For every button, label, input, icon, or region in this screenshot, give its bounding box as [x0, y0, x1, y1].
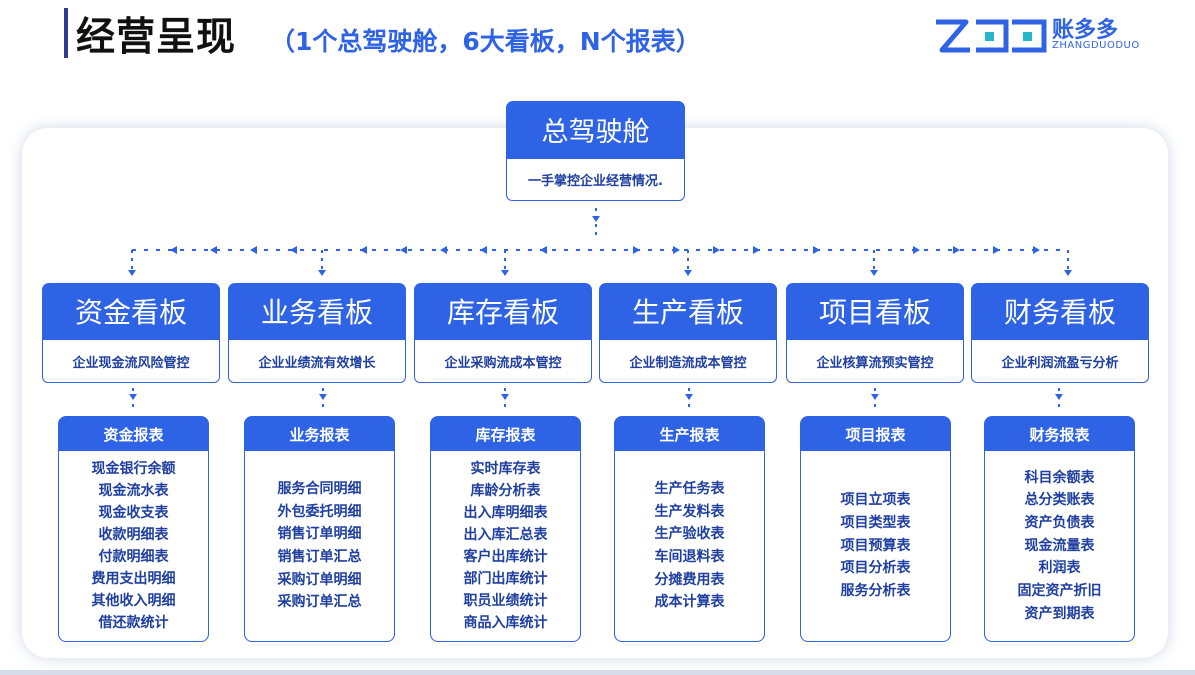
- report-item: 出入库明细表: [463, 504, 548, 521]
- title-accent-bar: [64, 8, 68, 58]
- report-item: 生产发料表: [654, 503, 725, 520]
- report-card-title: 财务报表: [985, 417, 1134, 451]
- report-item: 固定资产折旧: [1017, 583, 1102, 599]
- board-title-inventory: 库存看板: [414, 283, 592, 339]
- logo-mark-icon: [936, 19, 1047, 53]
- report-item: 实时库存表: [470, 460, 541, 477]
- board-title-production: 生产看板: [599, 283, 777, 339]
- report-item: 借还款统计: [98, 615, 169, 632]
- report-item: 项目分析表: [840, 560, 911, 577]
- board-desc-inventory: 企业采购流成本管控: [414, 339, 592, 383]
- report-item: 资产负债表: [1024, 514, 1095, 531]
- page-title: 经营呈现: [76, 15, 237, 60]
- report-item: 车间退料表: [654, 549, 725, 565]
- report-item: 利润表: [1038, 560, 1081, 577]
- report-item: 资产到期表: [1024, 605, 1095, 622]
- report-item: 销售订单汇总: [277, 549, 362, 565]
- report-item: 销售订单明细: [277, 526, 362, 543]
- report-card-inventory: 库存报表 实时库存表 库龄分析表 出入库明细表 出入库汇总表 客户出库统计 部门…: [430, 416, 581, 642]
- report-card-project: 项目报表 项目立项表 项目类型表 项目预算表 项目分析表 服务分析表: [800, 416, 951, 642]
- report-item: 客户出库统计: [463, 549, 548, 565]
- cockpit-title: 总驾驶舱: [506, 101, 685, 158]
- report-item: 采购订单明细: [277, 571, 362, 588]
- board-title-business: 业务看板: [228, 283, 406, 339]
- report-card-production: 生产报表 生产任务表 生产发料表 生产验收表 车间退料表 分摊费用表 成本计算表: [614, 416, 765, 642]
- report-item: 现金流量表: [1024, 537, 1095, 554]
- report-item: 付款明细表: [98, 549, 169, 565]
- report-card-finance: 财务报表 科目余额表 总分类账表 资产负债表 现金流量表 利润表 固定资产折旧 …: [984, 416, 1135, 642]
- board-desc-finance: 企业利润流盈亏分析: [971, 339, 1149, 383]
- report-card-title: 业务报表: [245, 417, 394, 451]
- bottom-divider: [0, 670, 1195, 675]
- report-item: 外包委托明细: [277, 503, 362, 520]
- report-item: 现金银行余额: [91, 460, 176, 477]
- page-subtitle: （1个总驾驶舱，6大看板，N个报表）: [270, 27, 701, 56]
- report-item: 科目余额表: [1024, 469, 1095, 486]
- report-card-title: 资金报表: [59, 417, 208, 451]
- report-card-title: 项目报表: [801, 417, 950, 451]
- board-desc-funds: 企业现金流风险管控: [42, 339, 220, 383]
- report-card-title: 生产报表: [615, 417, 764, 451]
- report-item: 服务合同明细: [277, 480, 362, 497]
- report-item: 总分类账表: [1024, 492, 1095, 509]
- report-item: 成本计算表: [654, 594, 725, 611]
- board-desc-project: 企业核算流预实管控: [786, 339, 964, 383]
- cockpit-desc: 一手掌控企业经营情况.: [506, 158, 685, 201]
- logo-text-cn: 账多多: [1052, 18, 1119, 43]
- report-item: 商品入库统计: [463, 615, 548, 632]
- report-item: 项目类型表: [840, 514, 911, 531]
- report-item: 现金收支表: [98, 504, 169, 521]
- report-item: 收款明细表: [98, 526, 169, 543]
- report-item: 库龄分析表: [470, 482, 541, 499]
- board-desc-business: 企业业绩流有效增长: [228, 339, 406, 383]
- brand-logo: [932, 14, 1132, 58]
- board-title-project: 项目看板: [786, 283, 964, 339]
- board-title-finance: 财务看板: [971, 283, 1149, 339]
- report-item: 职员业绩统计: [463, 593, 548, 610]
- report-card-title: 库存报表: [431, 417, 580, 451]
- logo-text-en: ZHANGDUODUO: [1052, 40, 1140, 51]
- report-item: 服务分析表: [840, 583, 911, 599]
- report-item: 分摊费用表: [654, 571, 725, 588]
- report-item: 项目立项表: [840, 492, 911, 509]
- report-item: 生产任务表: [654, 480, 725, 497]
- report-card-funds: 资金报表 现金银行余额 现金流水表 现金收支表 收款明细表 付款明细表 费用支出…: [58, 416, 209, 642]
- report-item: 部门出库统计: [463, 571, 548, 588]
- report-item: 生产验收表: [654, 526, 725, 543]
- report-item: 费用支出明细: [91, 571, 176, 588]
- report-item: 现金流水表: [98, 482, 169, 499]
- report-item: 出入库汇总表: [463, 526, 548, 543]
- board-desc-production: 企业制造流成本管控: [599, 339, 777, 383]
- report-item: 项目预算表: [840, 537, 911, 554]
- board-title-funds: 资金看板: [42, 283, 220, 339]
- report-card-business: 业务报表 服务合同明细 外包委托明细 销售订单明细 销售订单汇总 采购订单明细 …: [244, 416, 395, 642]
- report-item: 采购订单汇总: [277, 594, 362, 611]
- report-item: 其他收入明细: [91, 593, 176, 610]
